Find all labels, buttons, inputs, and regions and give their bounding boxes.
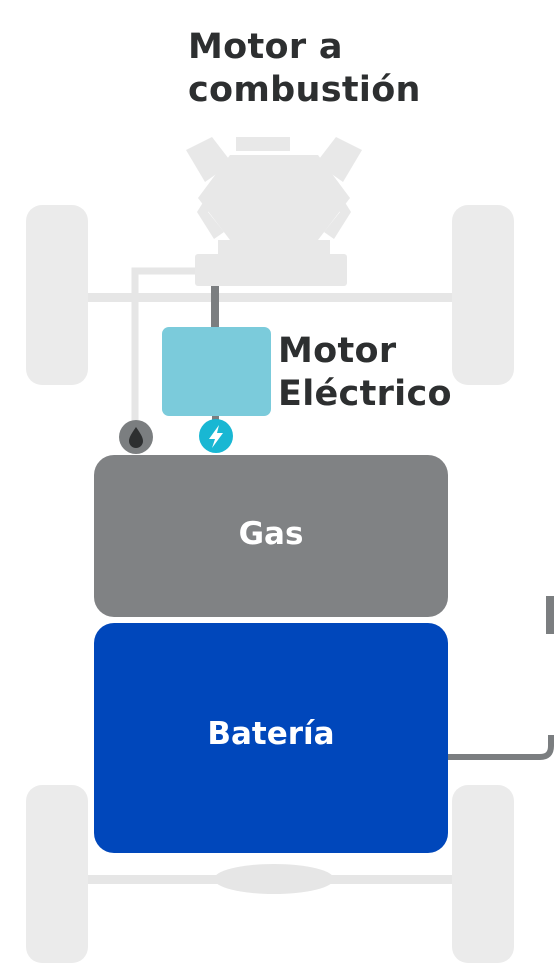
fuel-line [131,267,195,425]
front-right-wheel [452,205,514,385]
combustion-engine-icon [186,137,362,286]
rear-differential [214,864,334,894]
fuel-drop-icon [119,420,153,454]
electric-motor-label-line1: Motor [278,331,397,371]
charging-plug [546,596,554,634]
combustion-engine-label-line2: combustión [188,70,421,110]
electric-motor-box [162,327,271,416]
lightning-bolt-icon [199,419,233,453]
battery-pack [94,623,448,853]
gas-tank-label: Gas [238,516,304,552]
drive-shaft [211,286,219,328]
gas-tank [94,455,448,617]
electric-motor-label-line2: Eléctrico [278,374,452,414]
combustion-engine-label-line1: Motor a [188,27,343,67]
front-left-wheel [26,205,88,385]
charging-cable [448,735,554,760]
combustion-engine-label: Motor a combustión [188,26,421,112]
battery-label: Batería [207,716,335,752]
rear-left-wheel [26,785,88,963]
rear-right-wheel [452,785,514,963]
electric-motor-label: Motor Eléctrico [278,330,452,416]
front-axle [88,293,452,302]
